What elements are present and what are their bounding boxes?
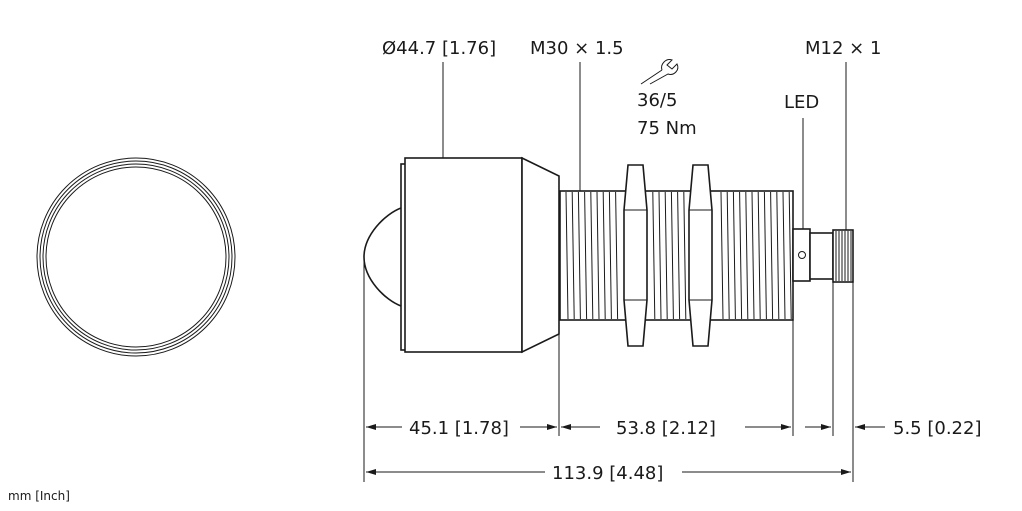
- torque-label: 75 Nm: [637, 118, 697, 139]
- connector-length-dim: 5.5 [0.22]: [893, 418, 981, 439]
- led-icon: [798, 251, 806, 259]
- led-ring: [792, 228, 811, 282]
- sensor-side-view: [363, 156, 854, 354]
- head-length-dim: 45.1 [1.78]: [409, 418, 509, 439]
- nut-2: [688, 164, 713, 347]
- diameter-label: Ø44.7 [1.76]: [382, 38, 496, 59]
- units-label: mm [Inch]: [8, 489, 70, 503]
- wrench-icon: [640, 59, 679, 85]
- nut-1: [623, 164, 648, 347]
- thread-main-label: M30 × 1.5: [530, 38, 624, 59]
- front-view-circle: [36, 157, 236, 357]
- wrench-size-label: 36/5: [637, 90, 677, 111]
- led-label: LED: [784, 92, 819, 113]
- thread-length-dim: 53.8 [2.12]: [616, 418, 716, 439]
- total-length-dim: 113.9 [4.48]: [552, 463, 663, 484]
- thread-connector-label: M12 × 1: [805, 38, 881, 59]
